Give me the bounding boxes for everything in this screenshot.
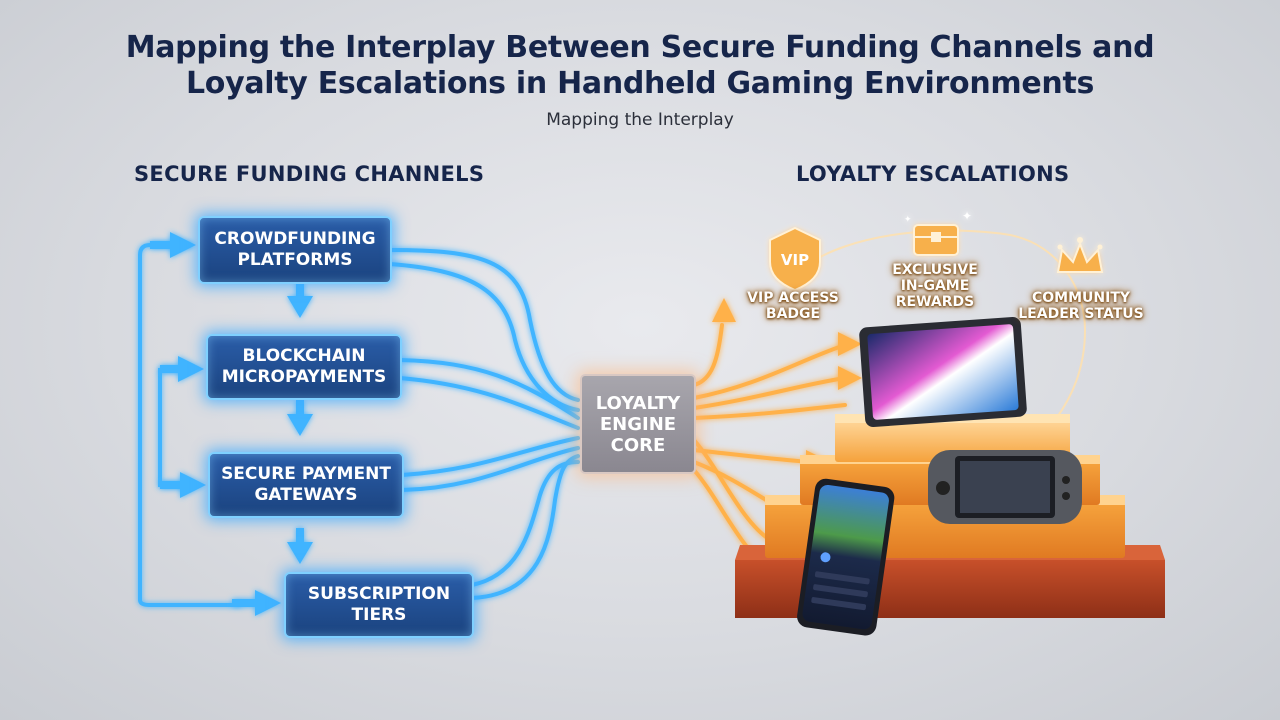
arrow-stem-left-2 <box>160 365 180 373</box>
channel-label-line-2: TIERS <box>351 605 407 625</box>
channel-label-line-1: SECURE PAYMENT <box>221 464 391 484</box>
arrow-into-crowdfunding <box>170 232 196 258</box>
loyalty-heading: LOYALTY ESCALATIONS <box>796 162 1070 186</box>
reward-label-line-1: VIP ACCESS <box>747 290 839 306</box>
arrow-into-gateways <box>180 472 206 498</box>
flow-to-vip <box>692 323 724 387</box>
reward-label-line-2: IN-GAME <box>900 278 970 294</box>
reward-label-line-1: COMMUNITY <box>1031 290 1131 306</box>
arrow-down-3 <box>287 542 313 564</box>
flow-to-tablet-2 <box>692 376 847 410</box>
console-dpad <box>936 481 950 495</box>
arrow-to-tablet-2 <box>838 366 862 390</box>
reward-label-vip: VIP ACCESS BADGE <box>718 290 868 322</box>
funding-arrows <box>150 232 313 616</box>
smartphone-device-icon <box>797 478 895 636</box>
reward-label-line-2: BADGE <box>765 306 821 322</box>
channel-label-line-1: BLOCKCHAIN <box>242 346 366 366</box>
tablet-device-icon <box>859 317 1027 427</box>
arrow-into-blockchain <box>178 356 204 382</box>
arrow-down-1 <box>287 296 313 318</box>
arrow-stem-left-3 <box>160 481 182 489</box>
channel-label-line-2: PLATFORMS <box>237 250 353 270</box>
core-label-line-2: ENGINE <box>599 413 677 435</box>
svg-text:✦: ✦ <box>962 209 972 223</box>
arrow-stem-1 <box>296 282 304 298</box>
funding-heading: SECURE FUNDING CHANNELS <box>134 162 485 186</box>
arrow-stem-left-4 <box>232 599 257 607</box>
crown-icon <box>1056 237 1104 273</box>
flow-line-crowdfunding-2 <box>388 262 580 412</box>
core-label-line-3: CORE <box>610 434 666 456</box>
vip-badge-text: VIP <box>781 251 809 269</box>
reward-label-line-3: REWARDS <box>895 294 975 310</box>
phone-list-item-3 <box>811 597 867 611</box>
flow-line-blockchain <box>398 358 580 420</box>
arrow-to-tablet-1 <box>838 332 862 356</box>
vip-badge-icon: VIP <box>769 226 821 292</box>
phone-avatar <box>820 552 831 563</box>
arrow-stem-2 <box>296 400 304 416</box>
console-button-b <box>1062 492 1070 500</box>
flow-line-gateway <box>400 436 580 477</box>
handheld-console-icon <box>928 450 1082 524</box>
core-label-line-1: LOYALTY <box>595 392 681 414</box>
arrow-into-subscription <box>255 590 281 616</box>
arrow-stem-left-1 <box>150 241 172 249</box>
treasure-chest-icon: ✦ ✦ <box>904 209 972 256</box>
flow-mid-1 <box>692 403 847 420</box>
reward-label-line-1: EXCLUSIVE <box>892 262 978 278</box>
page-title-line-1: Mapping the Interplay Between Secure Fun… <box>125 30 1155 65</box>
page-subtitle: Mapping the Interplay <box>546 110 734 130</box>
page-title-line-2: Loyalty Escalations in Handheld Gaming E… <box>185 66 1095 101</box>
phone-list-item-1 <box>814 571 870 585</box>
flow-line-crowdfunding <box>388 248 580 402</box>
left-loop-line <box>138 243 242 607</box>
arrow-down-2 <box>287 414 313 436</box>
flow-line-subscription-2 <box>470 460 580 587</box>
flow-to-tablet-1 <box>692 343 847 400</box>
arrow-stem-3 <box>296 528 304 544</box>
channel-label-line-1: CROWDFUNDING <box>214 229 376 249</box>
flow-to-podium-3 <box>692 438 772 542</box>
flow-line-blockchain-2 <box>398 376 580 430</box>
reward-label-exclusive: EXCLUSIVE IN-GAME REWARDS <box>860 262 1010 310</box>
funding-flow-lines <box>138 243 580 607</box>
console-button-a <box>1062 476 1070 484</box>
tablet-screen <box>867 324 1019 420</box>
phone-list-item-2 <box>813 584 868 598</box>
console-screen <box>960 461 1050 513</box>
svg-text:✦: ✦ <box>904 215 912 225</box>
flow-line-gateway-2 <box>400 446 580 492</box>
channel-label-line-1: SUBSCRIPTION <box>307 584 451 604</box>
left-loop-line-2 <box>158 368 187 487</box>
channel-label-line-2: MICROPAYMENTS <box>221 367 387 387</box>
reward-label-line-2: LEADER STATUS <box>1018 306 1144 322</box>
reward-label-community: COMMUNITY LEADER STATUS <box>1006 290 1156 322</box>
reward-arc <box>799 229 1087 421</box>
channel-label-line-2: GATEWAYS <box>254 485 358 505</box>
arrow-to-vip <box>712 298 736 322</box>
